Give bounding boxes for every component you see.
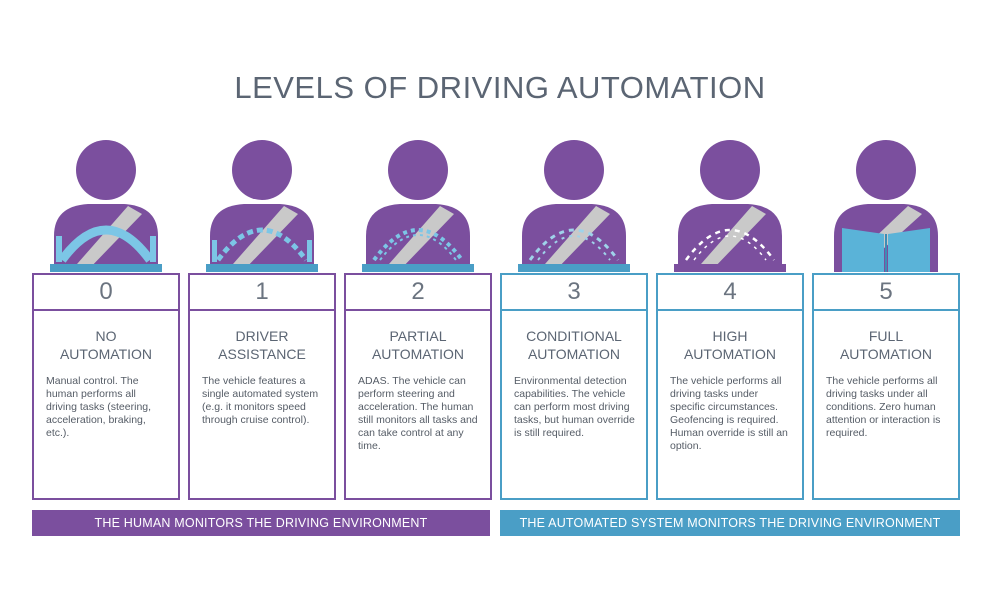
level-5-card: 5 FULL AUTOMATION The vehicle performs a…	[812, 273, 960, 500]
level-name: DRIVER ASSISTANCE	[218, 328, 306, 362]
level-5-figure	[812, 140, 960, 272]
level-4: 4 HIGH AUTOMATION The vehicle performs a…	[656, 0, 804, 595]
level-0: 0 NO AUTOMATION Manual control. The huma…	[32, 0, 180, 595]
person-reading-book-icon	[834, 140, 938, 272]
level-number: 0	[34, 275, 178, 311]
level-3-card: 3 CONDITIONAL AUTOMATION Environmental d…	[500, 273, 648, 500]
person-steering-wheel-faded-icon	[518, 140, 630, 272]
level-2-figure	[344, 140, 492, 272]
level-description: Manual control. The human performs all d…	[46, 375, 152, 439]
level-4-card: 4 HIGH AUTOMATION The vehicle performs a…	[656, 273, 804, 500]
level-name: CONDITIONAL AUTOMATION	[526, 328, 622, 362]
level-number: 3	[502, 275, 646, 311]
level-name: FULL AUTOMATION	[839, 328, 933, 362]
level-number: 2	[346, 275, 490, 311]
level-name: HIGH AUTOMATION	[683, 328, 777, 362]
level-description: The vehicle performs all driving tasks u…	[670, 375, 788, 452]
level-number: 5	[814, 275, 958, 311]
level-2-card: 2 PARTIAL AUTOMATION ADAS. The vehicle c…	[344, 273, 492, 500]
human-monitors-bar: THE HUMAN MONITORS THE DRIVING ENVIRONME…	[32, 510, 490, 536]
level-name: PARTIAL AUTOMATION	[371, 328, 465, 362]
level-0-card: 0 NO AUTOMATION Manual control. The huma…	[32, 273, 180, 500]
level-number: 1	[190, 275, 334, 311]
level-1-figure	[188, 140, 336, 272]
person-steering-wheel-outline-icon	[674, 140, 786, 272]
level-0-figure	[32, 140, 180, 272]
level-description: The vehicle features a single automated …	[202, 375, 319, 426]
level-name: NO AUTOMATION	[59, 328, 153, 362]
level-3: 3 CONDITIONAL AUTOMATION Environmental d…	[500, 0, 648, 595]
person-steering-wheel-solid-icon	[50, 140, 162, 272]
system-monitors-bar: THE AUTOMATED SYSTEM MONITORS THE DRIVIN…	[500, 510, 960, 536]
level-4-figure	[656, 140, 804, 272]
level-5: 5 FULL AUTOMATION The vehicle performs a…	[812, 0, 960, 595]
level-1-card: 1 DRIVER ASSISTANCE The vehicle features…	[188, 273, 336, 500]
level-description: The vehicle performs all driving tasks u…	[826, 375, 941, 439]
person-steering-wheel-dashed-icon	[206, 140, 318, 272]
level-number: 4	[658, 275, 802, 311]
level-description: Environmental detection capabilities. Th…	[514, 375, 635, 439]
page-title: LEVELS OF DRIVING AUTOMATION	[234, 70, 766, 105]
level-description: ADAS. The vehicle can perform steering a…	[358, 375, 478, 452]
level-3-figure	[500, 140, 648, 272]
level-1: 1 DRIVER ASSISTANCE The vehicle features…	[188, 0, 336, 595]
level-2: 2 PARTIAL AUTOMATION ADAS. The vehicle c…	[344, 0, 492, 595]
person-steering-wheel-dashed-icon	[362, 140, 474, 272]
